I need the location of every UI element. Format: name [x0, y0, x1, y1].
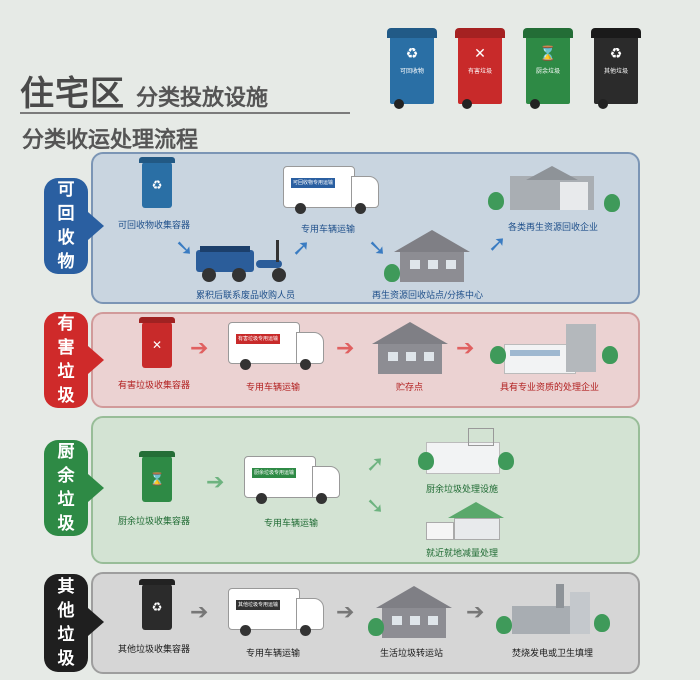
label-transport: 专用车辆运输 — [301, 225, 356, 235]
title-divider — [20, 112, 350, 114]
section-subtitle: 分类收运处理流程 — [22, 128, 199, 153]
arrow-up-right: ➚ — [366, 452, 385, 477]
tree — [498, 452, 514, 470]
label-transport: 专用车辆运输 — [246, 649, 301, 659]
arrow-right: ➔ — [190, 336, 209, 361]
label-container: 可回收物收集容器 — [118, 221, 191, 231]
hazard-icon: ✕ — [474, 46, 486, 62]
recyclable-truck: 可回收物专用运输车 — [283, 166, 379, 214]
top-bin-other: ♻ 其他垃圾 — [591, 28, 641, 109]
label-container: 有害垃圾收集容器 — [118, 381, 191, 391]
recycle-icon: ♻ — [405, 46, 419, 62]
arrow-down-right: ➘ — [368, 236, 387, 261]
arrow-right: ➔ — [456, 336, 475, 361]
arrow-right: ➔ — [206, 470, 225, 495]
tree — [602, 346, 618, 364]
label-station: 再生资源回收站点/分拣中心 — [372, 291, 484, 301]
other-bin: ♻ — [142, 584, 172, 630]
arrow-up-right: ➚ — [292, 236, 311, 261]
kitchen-bin: ⌛ — [142, 456, 172, 502]
recycle-station — [394, 230, 470, 282]
hazardous-enterprise — [500, 320, 610, 374]
tree — [368, 618, 384, 636]
hazardous-bin: ✕ — [142, 322, 172, 368]
kitchen-icon: ⌛ — [539, 46, 557, 62]
kitchen-truck: 厨余垃圾专用运输车 — [244, 456, 340, 504]
tree — [490, 346, 506, 364]
top-bin-kitchen: ⌛ 厨余垃圾 — [523, 28, 573, 109]
label-facility: 厨余垃圾处理设施 — [426, 485, 499, 495]
label-transport: 专用车辆运输 — [264, 519, 319, 529]
recyclable-tag: 可回收物 — [44, 178, 88, 274]
other-icon: ♻ — [609, 46, 623, 62]
tree — [384, 264, 400, 282]
top-bin-hazardous: ✕ 有害垃圾 — [455, 28, 505, 109]
bin-label: 其他垃圾 — [603, 68, 628, 75]
tree — [418, 452, 434, 470]
tree — [604, 194, 620, 212]
arrow-up-right: ➚ — [488, 232, 507, 257]
page-title-sub: 分类投放设施 — [136, 86, 269, 111]
kitchen-facility — [420, 428, 510, 474]
arrow-down-right: ➘ — [175, 236, 194, 261]
label-enterprise: 各类再生资源回收企业 — [508, 223, 599, 233]
label-disposal: 焚烧发电或卫生填埋 — [512, 649, 594, 659]
arrow-right: ➔ — [190, 600, 209, 625]
tag-arrow — [88, 608, 104, 636]
tag-arrow — [88, 346, 104, 374]
tag-arrow — [88, 212, 104, 240]
label-transport: 专用车辆运输 — [246, 383, 301, 393]
kitchen-panel — [91, 416, 640, 564]
hazardous-truck: 有害垃圾专用运输车 — [228, 322, 324, 370]
tree — [496, 616, 512, 634]
tag-arrow — [88, 474, 104, 502]
hazardous-tag: 有害垃圾 — [44, 312, 88, 408]
label-local: 就近就地减量处理 — [426, 549, 499, 559]
label-enterprise: 具有专业资质的处理企业 — [500, 383, 600, 393]
label-storage: 贮存点 — [396, 383, 424, 393]
arrow-right: ➔ — [466, 600, 485, 625]
tree — [488, 192, 504, 210]
recycle-enterprise — [500, 160, 610, 212]
transfer-station — [376, 586, 452, 638]
other-truck: 其他垃圾专用运输车 — [228, 588, 324, 636]
page-title: 住宅区 — [20, 74, 125, 114]
arrow-right: ➔ — [336, 336, 355, 361]
arrow-down-right: ➘ — [366, 494, 385, 519]
local-processing — [426, 498, 510, 540]
label-container: 厨余垃圾收集容器 — [118, 517, 191, 527]
storage-point — [372, 322, 448, 374]
bin-label: 有害垃圾 — [467, 68, 492, 75]
bin-label: 厨余垃圾 — [535, 68, 560, 75]
arrow-right: ➔ — [336, 600, 355, 625]
tree — [594, 614, 610, 632]
kitchen-tag: 厨余垃圾 — [44, 440, 88, 536]
incineration-plant — [506, 580, 606, 636]
label-transfer: 生活垃圾转运站 — [380, 649, 444, 659]
bin-label: 可回收物 — [399, 68, 424, 75]
top-bin-recyclable: ♻ 可回收物 — [387, 28, 437, 109]
label-container: 其他垃圾收集容器 — [118, 645, 191, 655]
label-collector: 累积后联系废品收购人员 — [196, 291, 296, 301]
other-tag: 其他垃圾 — [44, 574, 88, 672]
collector-tricycle — [196, 240, 290, 284]
recyclable-bin: ♻ — [142, 162, 172, 208]
